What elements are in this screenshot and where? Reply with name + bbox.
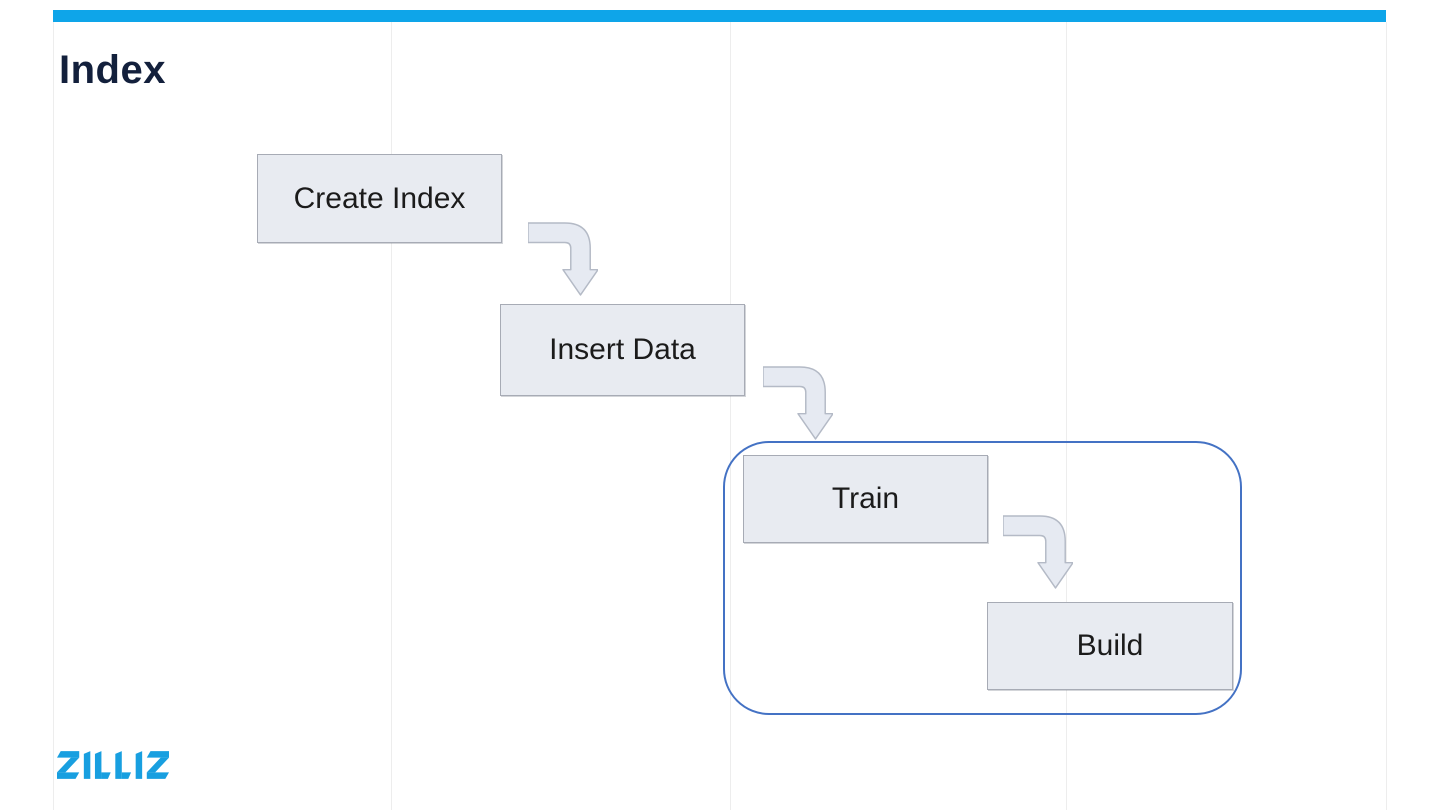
train-build-group (723, 441, 1242, 715)
slide-accent-bar (53, 10, 1386, 22)
zilliz-logo (57, 751, 169, 779)
node-label: Train (831, 482, 900, 515)
node-label: Create Index (293, 181, 466, 215)
node-train: Train (743, 455, 988, 543)
slide-title: Index (59, 48, 166, 92)
bent-arrow-icon (1003, 515, 1073, 589)
node-insert-data: Insert Data (500, 304, 745, 396)
column-divider (53, 22, 54, 810)
node-label: Build (1076, 629, 1144, 662)
bent-arrow-icon (763, 366, 833, 440)
node-create-index: Create Index (257, 154, 502, 243)
column-divider (391, 22, 392, 810)
bent-arrow-icon (528, 222, 598, 296)
node-build: Build (987, 602, 1233, 690)
column-divider (1066, 22, 1067, 810)
node-label: Insert Data (549, 333, 696, 366)
column-divider (1386, 22, 1387, 810)
column-divider (730, 22, 731, 810)
